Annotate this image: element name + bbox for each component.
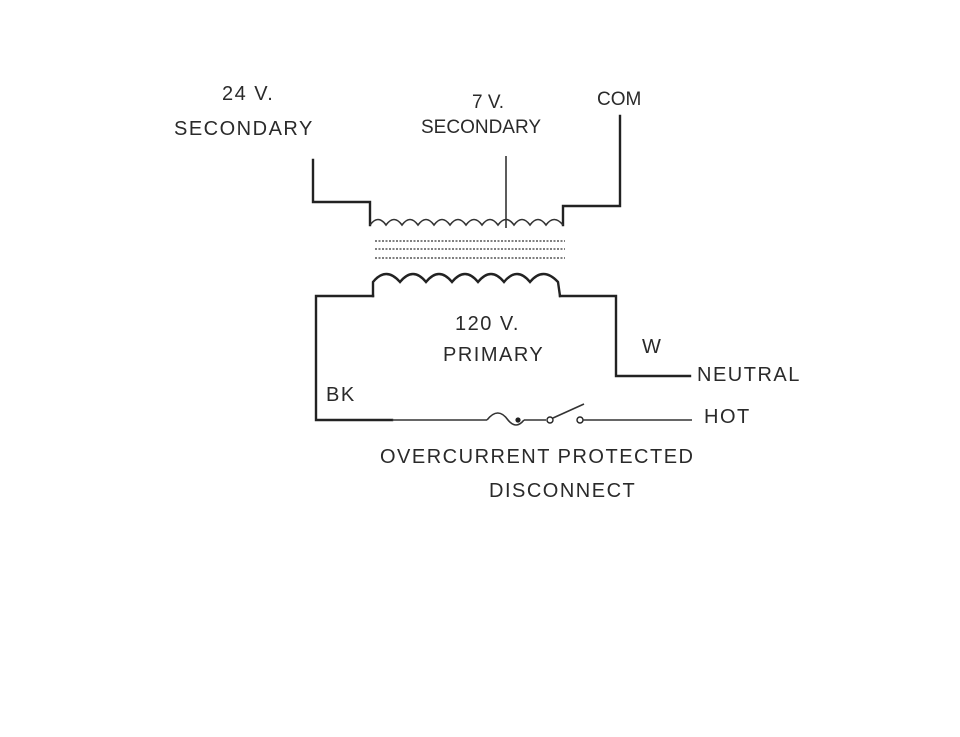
fuse-symbol (486, 412, 525, 426)
switch-contact-left (546, 416, 554, 424)
neutral-label: NEUTRAL (697, 364, 801, 386)
switch-contact-right (576, 416, 584, 424)
disconnect-label-line1: OVERCURRENT PROTECTED (380, 446, 695, 468)
sec24-name-label: SECONDARY (174, 118, 314, 140)
secondary-coil (369, 218, 564, 227)
hot-label: HOT (704, 406, 751, 428)
w-wire-label: W (642, 336, 663, 358)
disconnect-label-line2: DISCONNECT (489, 480, 637, 502)
primary-voltage-label: 120 V. (455, 313, 520, 335)
primary-coil (371, 272, 562, 298)
sec7-voltage-label: 7 V. (472, 92, 505, 113)
com-label: COM (597, 89, 642, 110)
sec24-voltage-label: 24 V. (222, 83, 275, 105)
sec24-lead-wire (311, 158, 372, 227)
neutral-wire (558, 294, 692, 378)
bk-wire-label: BK (326, 384, 356, 406)
bk-wire (314, 294, 394, 422)
fuse-contact-dot (515, 417, 521, 423)
switch-blade (552, 403, 585, 419)
sec7-name-label: SECONDARY (421, 117, 542, 138)
com-lead-wire (561, 114, 622, 227)
primary-name-label: PRIMARY (443, 344, 545, 366)
